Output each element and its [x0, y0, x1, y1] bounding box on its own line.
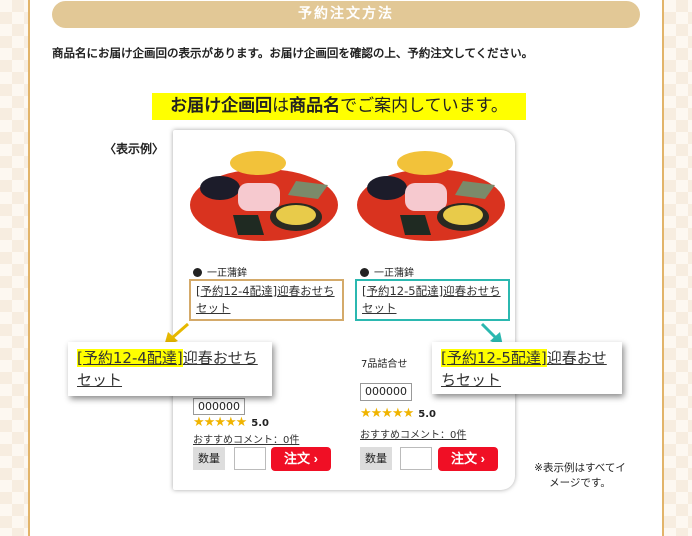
quantity-label: 数量 [193, 447, 225, 470]
comment-link[interactable]: おすすめコメント：0件 [360, 430, 467, 441]
chevron-right-icon: › [480, 451, 485, 466]
highlight-term-1: お届け企画回 [170, 96, 273, 116]
delivery-round-highlight: [予約12-5配達] [441, 349, 547, 367]
product-name-link[interactable]: [予約12-5配達]迎春おせちセット [362, 284, 501, 315]
highlight-banner: お届け企画回は商品名でご案内しています。 [152, 93, 526, 120]
order-label: 注文 [451, 451, 478, 466]
highlight-text: は [272, 96, 290, 116]
star-rating: ★★★★★5.0 [193, 415, 269, 430]
product-image [357, 151, 505, 241]
rating-value: 5.0 [418, 409, 436, 420]
rating-value: 5.0 [251, 418, 269, 429]
zoomed-name-link[interactable]: [予約12-5配達]迎春おせちセット [441, 349, 607, 389]
chevron-right-icon: › [313, 451, 318, 466]
product-code: 000000 [193, 398, 245, 415]
highlight-text: でご案内しています。 [340, 96, 508, 116]
example-label: 〈表示例〉 [104, 142, 165, 156]
product-name-text: 迎春おせちセット [77, 349, 258, 389]
zoomed-name-popup: [予約12-4配達]迎春おせちセット [68, 342, 272, 396]
highlight-term-2: 商品名 [289, 96, 341, 116]
product-name-text: 迎春おせちセット [441, 349, 607, 389]
product-name-box-highlighted: [予約12-5配達]迎春おせちセット [355, 279, 510, 321]
order-button[interactable]: 注文 › [271, 447, 331, 471]
product-image [190, 151, 338, 241]
quantity-input[interactable] [234, 447, 266, 470]
order-button[interactable]: 注文 › [438, 447, 498, 471]
comment-link[interactable]: おすすめコメント：0件 [193, 435, 300, 446]
zoomed-name-popup: [予約12-5配達]迎春おせちセット [432, 342, 622, 394]
quantity-label: 数量 [360, 447, 392, 470]
product-set: 7品詰合せ [361, 359, 408, 370]
left-pattern-border [0, 0, 30, 536]
right-pattern-border [662, 0, 692, 536]
product-maker: 一正蒲鉾 [193, 264, 247, 279]
image-note: ※表示例はすべてイメージです。 [534, 462, 626, 489]
star-rating: ★★★★★5.0 [360, 406, 436, 421]
quantity-input[interactable] [400, 447, 432, 470]
zoomed-name-link[interactable]: [予約12-4配達]迎春おせちセット [77, 349, 258, 389]
section-header: 予約注文方法 [52, 1, 640, 28]
intro-text: 商品名にお届け企画回の表示があります。お届け企画回を確認の上、予約注文してくださ… [52, 46, 534, 60]
product-name-box-highlighted: [予約12-4配達]迎春おせちセット [189, 279, 344, 321]
product-name-link[interactable]: [予約12-4配達]迎春おせちセット [196, 284, 335, 315]
product-code: 000000 [360, 383, 412, 401]
delivery-round-highlight: [予約12-4配達] [77, 349, 183, 367]
product-maker: 一正蒲鉾 [360, 264, 414, 279]
order-label: 注文 [284, 451, 311, 466]
